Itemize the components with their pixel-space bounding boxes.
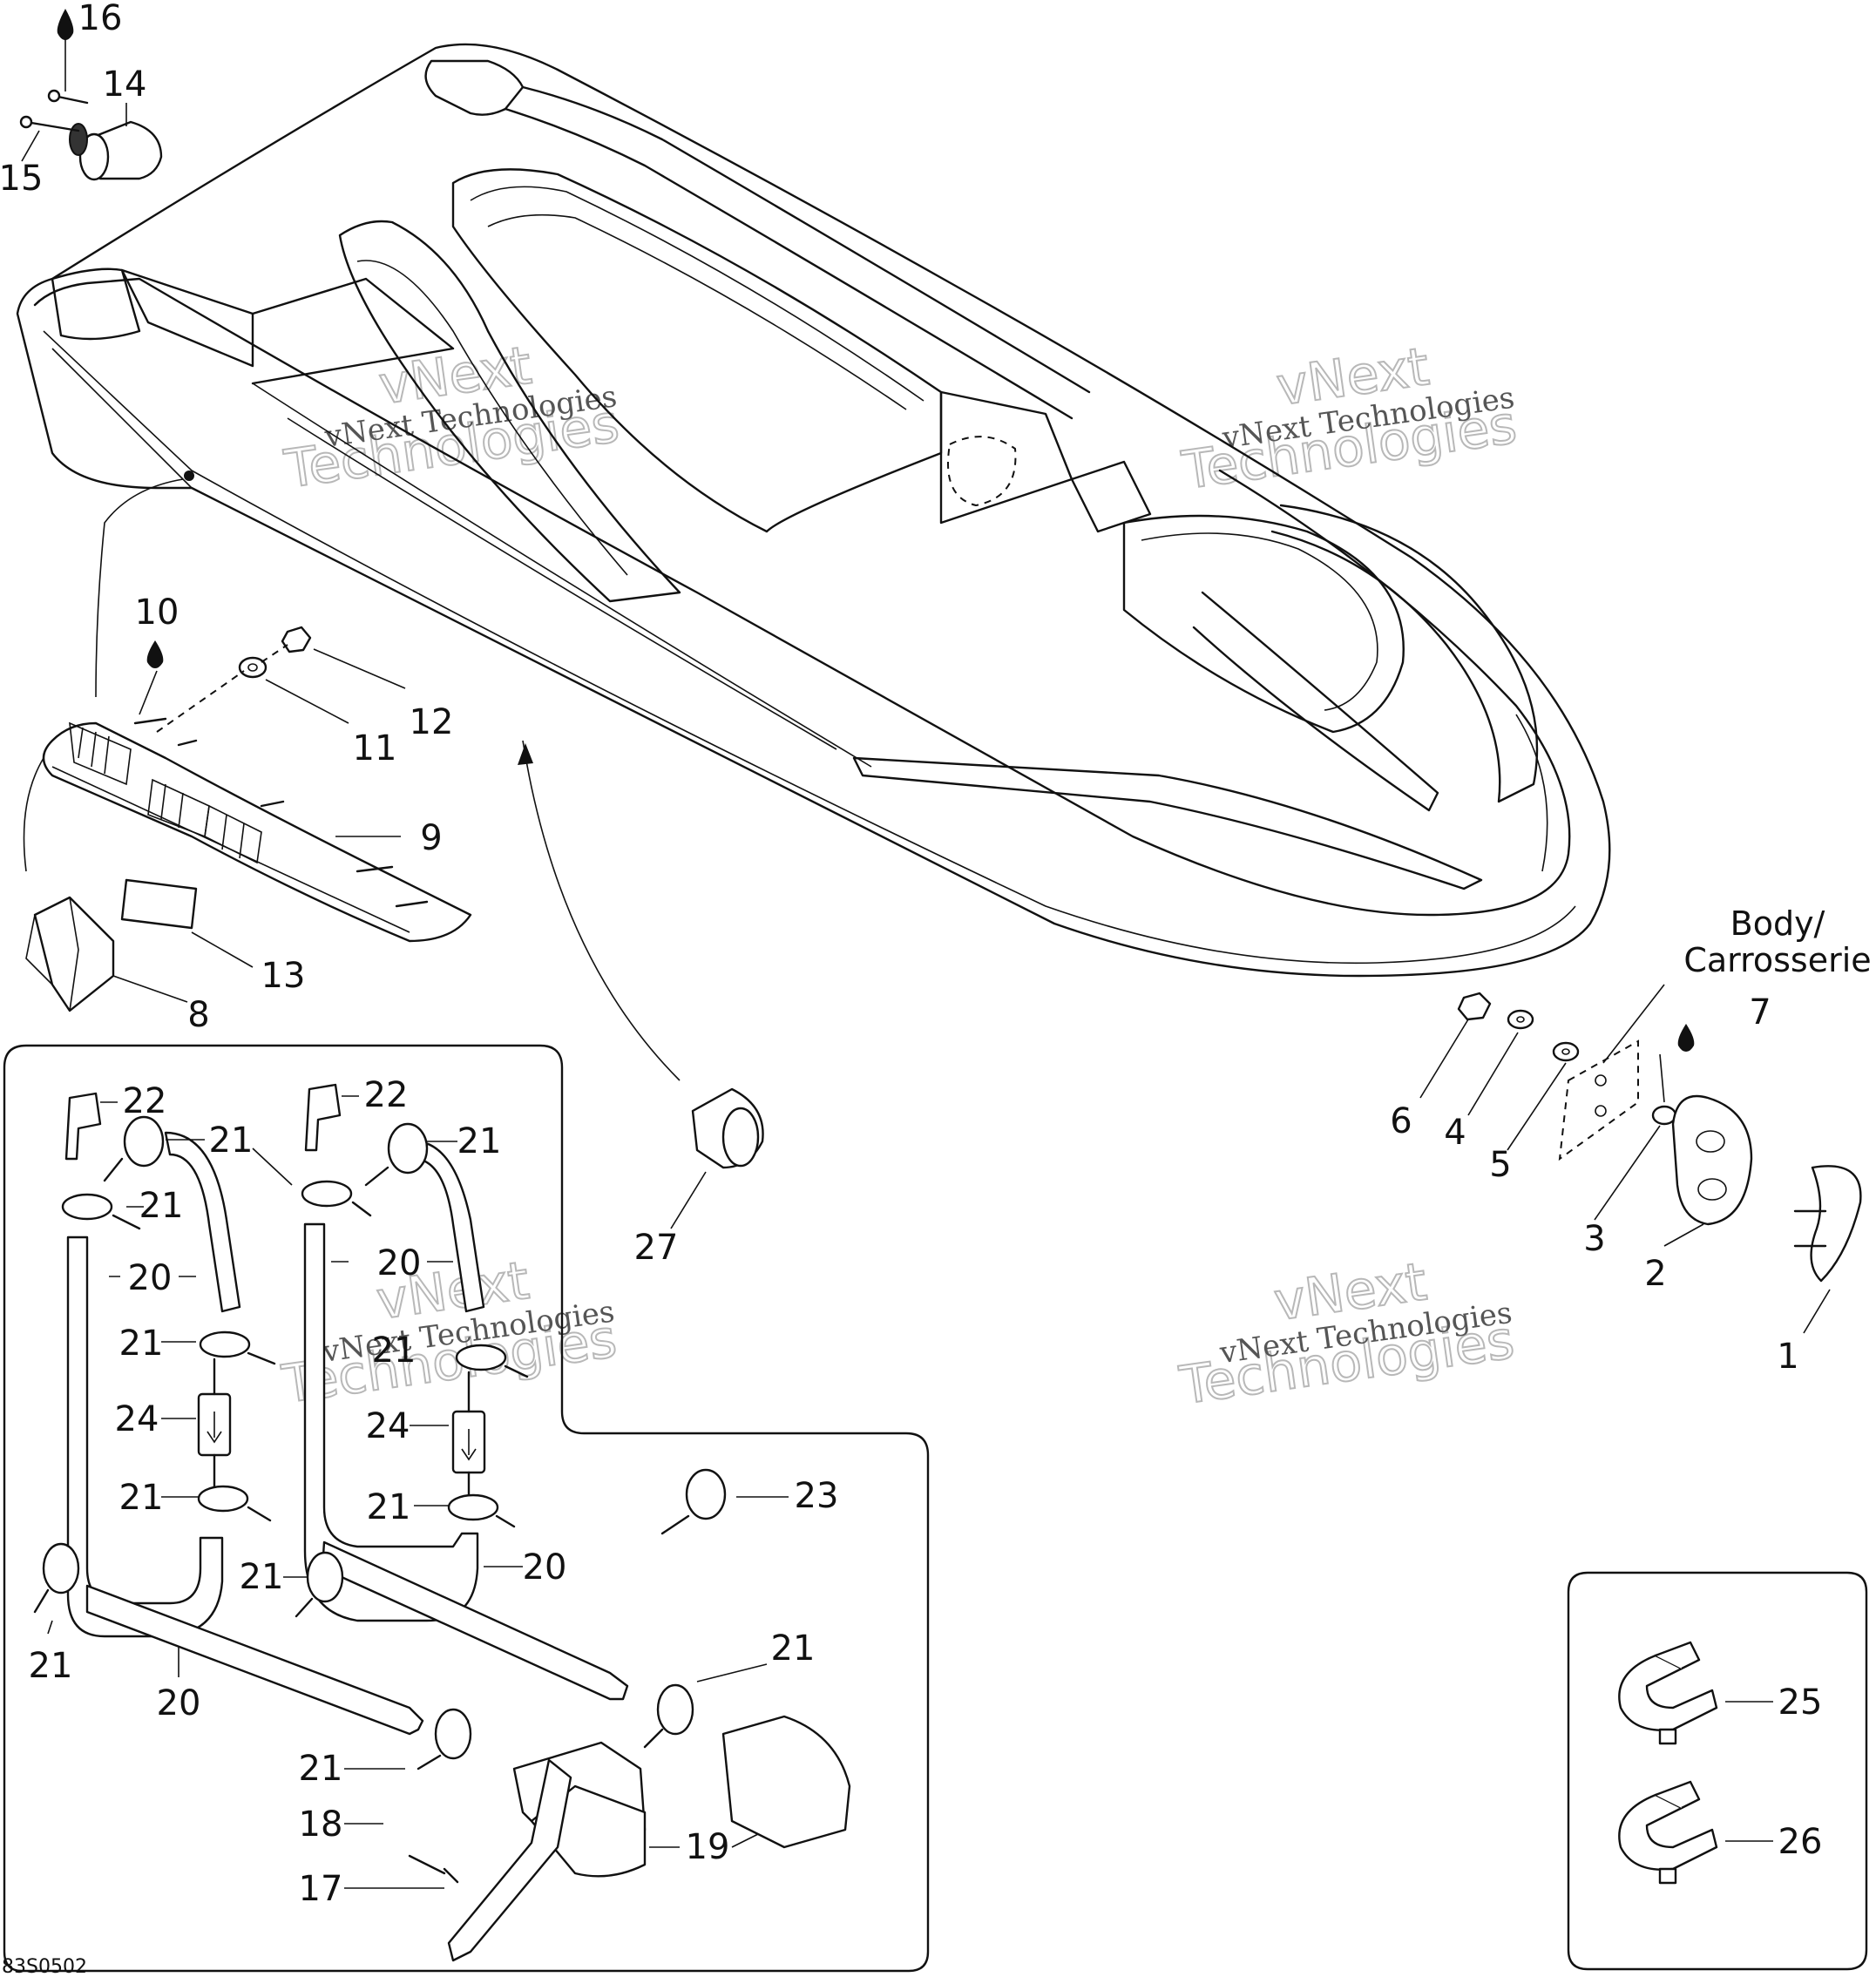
- arrow-sponson-to-hull: [95, 478, 184, 698]
- callout-3: 3: [1583, 1219, 1605, 1259]
- part-15-screw: [19, 115, 80, 132]
- assembly-line-11-12: [156, 644, 288, 733]
- part-25-clamp: [1618, 1641, 1718, 1745]
- callout-9: 9: [420, 818, 442, 858]
- callout-24: 24: [366, 1406, 410, 1446]
- oil-drop-icon: [57, 9, 74, 40]
- callout-22: 22: [364, 1075, 409, 1115]
- part-13-pad: [120, 878, 198, 930]
- callout-14: 14: [103, 64, 147, 105]
- callout-19: 19: [686, 1827, 730, 1867]
- leader-21k: [696, 1663, 768, 1682]
- callout-23: 23: [795, 1476, 839, 1516]
- leader-27: [670, 1171, 707, 1229]
- leader-7: [1659, 1053, 1665, 1103]
- part-8-intake-grate: [25, 896, 115, 1012]
- callout-20: 20: [128, 1258, 173, 1298]
- callout-21: 21: [29, 1646, 73, 1686]
- watermark-lower-right: vNext Technologies vNext Technologies: [1175, 1250, 1518, 1418]
- oil-drop-icon: [146, 640, 164, 668]
- mount-point-marker: [184, 471, 194, 481]
- callout-15: 15: [0, 159, 43, 199]
- watercraft-body: [16, 43, 1611, 978]
- arrow-grate: [23, 757, 44, 872]
- callout-21: 21: [299, 1749, 343, 1789]
- callout-7: 7: [1749, 992, 1771, 1033]
- diagram-title-line1: Body/: [1730, 904, 1825, 943]
- part-4-washer: [1507, 1009, 1534, 1030]
- leader-21d: [252, 1148, 293, 1186]
- diagram-title-line2: Carrosserie: [1683, 941, 1871, 979]
- callout-6: 6: [1390, 1101, 1412, 1141]
- leader-1: [1803, 1289, 1831, 1334]
- part-26-clamp: [1618, 1780, 1718, 1885]
- callout-1: 1: [1777, 1337, 1798, 1377]
- leader-3: [1594, 1125, 1661, 1221]
- part-3-washer: [1651, 1105, 1677, 1126]
- callout-17: 17: [299, 1869, 343, 1909]
- part-14-drain-plug: [69, 120, 163, 181]
- callout-26: 26: [1778, 1822, 1823, 1862]
- callout-21: 21: [457, 1121, 502, 1161]
- callout-21: 21: [119, 1478, 164, 1518]
- leader-5: [1507, 1062, 1567, 1151]
- callout-16: 16: [78, 0, 123, 38]
- part-1-cleat: [1793, 1165, 1862, 1283]
- part-27-bushing: [691, 1087, 764, 1169]
- callout-11: 11: [353, 728, 397, 768]
- callout-2: 2: [1644, 1254, 1666, 1294]
- part-16-screw: [47, 89, 89, 105]
- leader-title: [1602, 984, 1665, 1064]
- callout-21: 21: [119, 1324, 164, 1364]
- callout-20: 20: [377, 1243, 422, 1283]
- callout-5: 5: [1489, 1145, 1511, 1185]
- callout-20: 20: [157, 1683, 201, 1723]
- callout-22: 22: [123, 1081, 167, 1121]
- leader-19: [649, 1833, 759, 1848]
- leader-11: [265, 679, 349, 724]
- part-2-bracket: [1671, 1094, 1753, 1226]
- hose-assembly: [33, 1083, 851, 1962]
- callout-4: 4: [1444, 1113, 1466, 1153]
- part-11-washer: [238, 656, 268, 679]
- callout-21: 21: [367, 1487, 411, 1527]
- callout-12: 12: [410, 702, 454, 742]
- arrow-head-27: [518, 743, 533, 765]
- hull-mount-plate: [1558, 1039, 1639, 1161]
- part-5-washer: [1552, 1041, 1580, 1062]
- callout-24: 24: [115, 1399, 159, 1439]
- part-9-sponson: [42, 717, 472, 943]
- callout-8: 8: [187, 995, 209, 1035]
- leader-2: [1663, 1223, 1704, 1247]
- arrow-27-to-hull: [522, 740, 681, 1081]
- leader-8: [112, 975, 188, 1003]
- callout-20: 20: [523, 1547, 567, 1588]
- callout-21: 21: [771, 1628, 816, 1669]
- callout-10: 10: [135, 592, 179, 633]
- leader-6: [1419, 1019, 1469, 1099]
- drawing-code: 83S0502: [2, 1956, 87, 1977]
- watermark-right: vNext Technologies vNext Technologies: [1177, 335, 1520, 503]
- leader-12: [313, 648, 406, 689]
- leader-10: [139, 670, 158, 715]
- part-12-nut: [281, 626, 312, 653]
- callout-27: 27: [634, 1228, 679, 1268]
- clamp-inset-frame: [1567, 1571, 1868, 1971]
- leader-13: [191, 931, 254, 968]
- leader-21h: [47, 1620, 53, 1635]
- callout-21: 21: [139, 1186, 184, 1226]
- callout-18: 18: [299, 1804, 343, 1845]
- callout-21: 21: [372, 1330, 417, 1371]
- leader-15: [21, 130, 40, 162]
- callout-21: 21: [209, 1121, 254, 1161]
- callout-13: 13: [261, 956, 306, 996]
- callout-25: 25: [1778, 1682, 1823, 1723]
- oil-drop-icon: [1677, 1024, 1695, 1052]
- callout-21: 21: [240, 1557, 284, 1597]
- leader-4: [1467, 1032, 1519, 1116]
- hose-inset-frame: [3, 1044, 930, 1973]
- part-6-nut: [1457, 992, 1492, 1021]
